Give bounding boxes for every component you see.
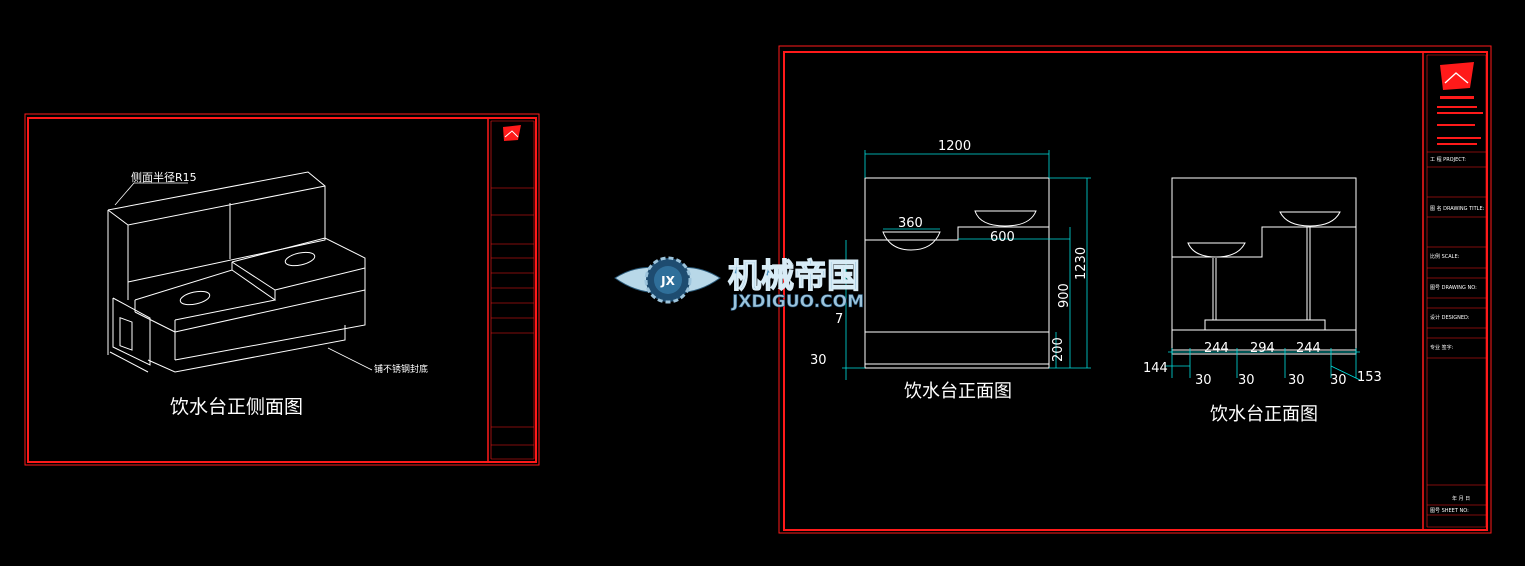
front-dimension-lines — [842, 150, 1091, 380]
dim-small-mark: 7 — [835, 312, 843, 327]
tb-scale-label: 比例 SCALE: — [1430, 253, 1460, 260]
dim-overall-height: 1230 — [1074, 247, 1089, 280]
tb-drawing-no-label: 图号 DRAWING NO: — [1430, 285, 1477, 291]
left-title-block — [490, 120, 535, 460]
dim-side-left-edge: 144 — [1143, 361, 1168, 376]
dim-overall-width: 1200 — [938, 139, 971, 154]
right-company-logo-icon — [1440, 62, 1474, 90]
dim-base-height: 200 — [1051, 337, 1066, 362]
tb-project-label: 工 程 PROJECT: — [1430, 156, 1466, 163]
right-sheet-inner-frame — [783, 51, 1488, 531]
dim-base-offset: 30 — [810, 353, 827, 368]
watermark-brand-cn: 机械帝国 — [728, 256, 860, 295]
front-elevation — [864, 177, 1050, 369]
tb-date-label: 年 月 日 — [1452, 495, 1470, 502]
right-title-block-grid — [1426, 54, 1487, 528]
left-sheet: 侧面半径R15 铺不锈钢封底 饮水台正侧面图 — [24, 113, 540, 466]
dim-side-gap-1: 30 — [1195, 373, 1212, 388]
dim-side-gap-4: 30 — [1330, 373, 1347, 388]
left-sheet-outer-frame — [24, 113, 540, 466]
base-annotation: 铺不锈钢封底 — [374, 363, 428, 375]
base-leader — [327, 347, 373, 371]
tb-sign-label: 专业 签字: — [1430, 344, 1454, 351]
dim-counter-height: 900 — [1057, 283, 1072, 308]
dim-side-gap-2: 30 — [1238, 373, 1255, 388]
front-elevation-title: 饮水台正面图 — [904, 381, 1012, 402]
right-company-info — [1437, 96, 1483, 145]
dim-side-right-edge: 153 — [1357, 370, 1382, 385]
dim-upper-step: 600 — [990, 230, 1015, 245]
dim-basin-width: 360 — [898, 216, 923, 231]
left-sheet-inner-frame — [27, 117, 537, 463]
left-company-logo-icon — [503, 125, 521, 141]
watermark-emblem-text: JX — [660, 274, 675, 288]
dim-side-gap-3: 30 — [1288, 373, 1305, 388]
side-elevation — [1171, 177, 1357, 355]
right-sheet: 工 程 PROJECT: 图 名 DRAWING TITLE: 比例 SCALE… — [778, 45, 1492, 534]
side-elevation-title: 饮水台正面图 — [1210, 404, 1318, 425]
watermark-brand-url: JXDIGUO.COM — [731, 292, 864, 312]
dim-side-span-b: 294 — [1250, 341, 1275, 356]
watermark: JX 机械帝国 JXDIGUO.COM — [614, 255, 864, 312]
dim-side-span-a: 244 — [1204, 341, 1229, 356]
tb-drawing-label: 图 名 DRAWING TITLE: — [1430, 205, 1485, 212]
right-sheet-outer-frame — [778, 45, 1492, 534]
dim-side-span-c: 244 — [1296, 341, 1321, 356]
winged-gear-emblem-icon — [614, 256, 721, 304]
radius-annotation: 侧面半径R15 — [131, 170, 197, 184]
radius-leader — [114, 182, 188, 206]
left-drawing-title: 饮水台正侧面图 — [170, 396, 303, 418]
side-dimension-lines — [1165, 348, 1361, 381]
tb-designer-label: 设计 DESIGNED: — [1430, 314, 1470, 321]
isometric-fountain — [107, 171, 366, 373]
tb-sheet-no-label: 图号 SHEET NO: — [1430, 508, 1469, 514]
